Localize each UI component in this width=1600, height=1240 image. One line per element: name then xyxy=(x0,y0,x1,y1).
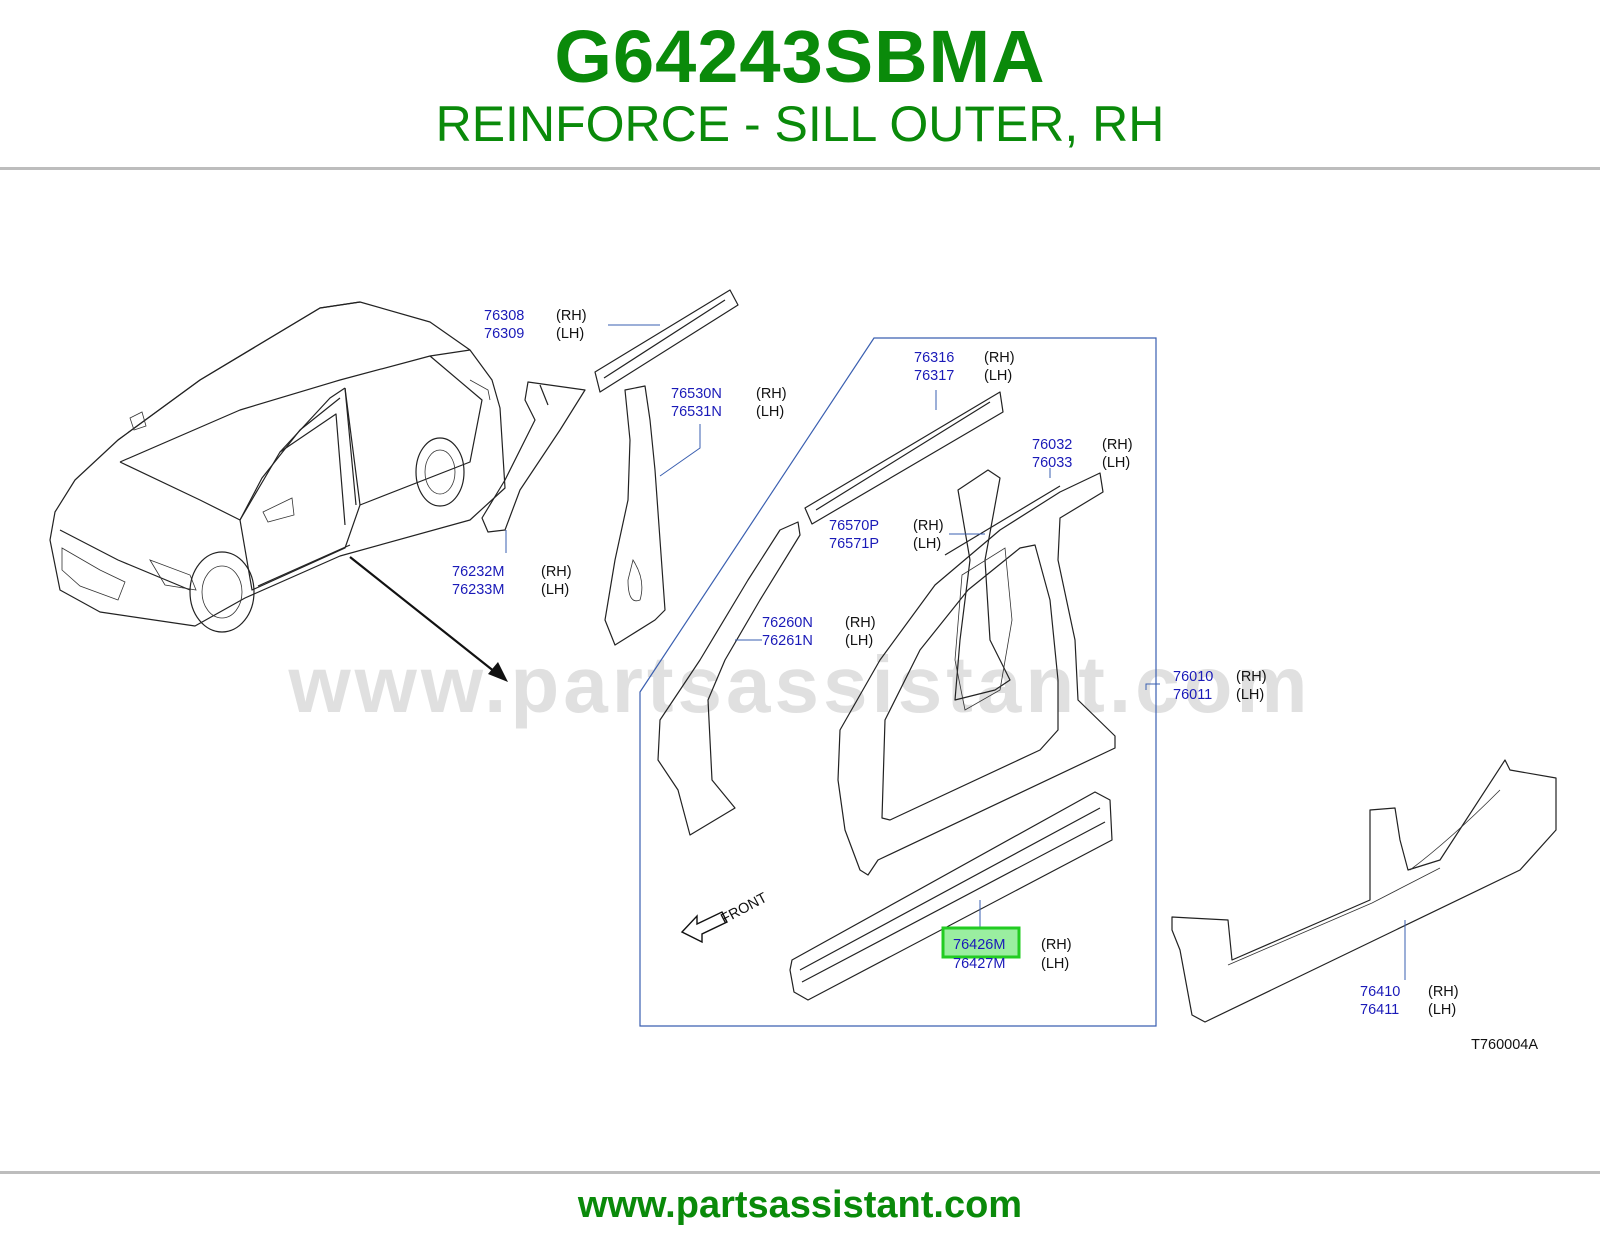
svg-text:(LH): (LH) xyxy=(1041,956,1069,972)
svg-text:(LH): (LH) xyxy=(913,536,941,552)
svg-text:(RH): (RH) xyxy=(541,564,572,580)
svg-text:76570P: 76570P xyxy=(829,518,879,534)
svg-text:(RH): (RH) xyxy=(845,615,876,631)
figure-code: T760004A xyxy=(1471,1037,1538,1053)
svg-text:(LH): (LH) xyxy=(1236,687,1264,703)
part-76260n-illustration xyxy=(657,521,801,836)
svg-text:(RH): (RH) xyxy=(1102,437,1133,453)
svg-text:(RH): (RH) xyxy=(913,518,944,534)
car-overview-illustration xyxy=(49,301,506,633)
callout-76232m[interactable]: 76232M 76233M (RH) (LH) xyxy=(452,564,572,598)
front-label: FRONT xyxy=(718,890,770,928)
svg-text:76033: 76033 xyxy=(1032,455,1072,471)
callout-76260n[interactable]: 76260N 76261N (RH) (LH) xyxy=(762,615,876,649)
svg-text:(LH): (LH) xyxy=(1102,455,1130,471)
callout-76010[interactable]: 76010 76011 (RH) (LH) xyxy=(1173,669,1267,703)
watermark: www.partsassistant.com xyxy=(287,640,1311,729)
svg-text:76426M: 76426M xyxy=(953,937,1005,953)
svg-text:(RH): (RH) xyxy=(1428,984,1459,1000)
svg-text:76530N: 76530N xyxy=(671,386,722,402)
svg-text:76261N: 76261N xyxy=(762,633,813,649)
pointer-arrow xyxy=(349,556,501,677)
svg-text:(LH): (LH) xyxy=(556,326,584,342)
svg-text:76232M: 76232M xyxy=(452,564,504,580)
svg-text:76032: 76032 xyxy=(1032,437,1072,453)
svg-text:(RH): (RH) xyxy=(756,386,787,402)
svg-text:76411: 76411 xyxy=(1360,1002,1399,1018)
svg-text:76531N: 76531N xyxy=(671,404,722,420)
svg-text:(LH): (LH) xyxy=(845,633,873,649)
callout-76570p[interactable]: 76570P 76571P (RH) (LH) xyxy=(829,518,944,552)
svg-text:(LH): (LH) xyxy=(1428,1002,1456,1018)
svg-text:(RH): (RH) xyxy=(1041,937,1072,953)
callout-76032[interactable]: 76032 76033 (RH) (LH) xyxy=(1032,437,1133,471)
svg-text:76316: 76316 xyxy=(914,350,954,366)
svg-text:76309: 76309 xyxy=(484,326,524,342)
callout-76530n[interactable]: 76530N 76531N (RH) (LH) xyxy=(671,386,787,420)
part-76426m-illustration xyxy=(789,791,1113,1001)
svg-text:(LH): (LH) xyxy=(984,368,1012,384)
callout-76316[interactable]: 76316 76317 (RH) (LH) xyxy=(914,350,1015,384)
callout-76308[interactable]: 76308 76309 (RH) (LH) xyxy=(484,308,587,342)
svg-text:76233M: 76233M xyxy=(452,582,504,598)
arrow-head xyxy=(488,662,508,682)
part-76410-illustration xyxy=(1171,759,1557,1023)
svg-text:76010: 76010 xyxy=(1173,669,1213,685)
footer-website-link[interactable]: www.partsassistant.com xyxy=(577,1184,1023,1226)
selected-part-highlight xyxy=(941,926,1021,959)
svg-text:76260N: 76260N xyxy=(762,615,813,631)
svg-text:(LH): (LH) xyxy=(756,404,784,420)
callout-76410[interactable]: 76410 76411 (RH) (LH) xyxy=(1360,984,1459,1018)
part-76232m-illustration xyxy=(481,381,586,533)
svg-text:76317: 76317 xyxy=(914,368,954,384)
svg-text:76571P: 76571P xyxy=(829,536,879,552)
svg-text:(LH): (LH) xyxy=(541,582,569,598)
part-76316-illustration xyxy=(804,391,1004,525)
footer-divider xyxy=(0,1171,1600,1174)
header-divider xyxy=(0,167,1600,170)
exploded-view-frame xyxy=(639,337,1157,1027)
leader-lines xyxy=(505,324,1406,980)
part-name: REINFORCE - SILL OUTER, RH xyxy=(435,96,1165,152)
front-direction-arrow xyxy=(680,911,728,944)
svg-text:(RH): (RH) xyxy=(556,308,587,324)
page-title: G64243SBMA xyxy=(554,15,1046,98)
svg-text:(RH): (RH) xyxy=(1236,669,1267,685)
svg-text:76410: 76410 xyxy=(1360,984,1400,1000)
part-76530n-illustration xyxy=(604,385,666,646)
callout-76426m[interactable]: 76426M 76427M (RH) (LH) xyxy=(941,926,1072,972)
svg-text:(RH): (RH) xyxy=(984,350,1015,366)
svg-text:76427M: 76427M xyxy=(953,956,1005,972)
svg-text:76011: 76011 xyxy=(1173,687,1212,703)
part-76308-illustration xyxy=(594,289,739,393)
svg-text:76308: 76308 xyxy=(484,308,524,324)
part-76570p-illustration xyxy=(954,469,1011,701)
part-76010-illustration xyxy=(837,472,1116,876)
